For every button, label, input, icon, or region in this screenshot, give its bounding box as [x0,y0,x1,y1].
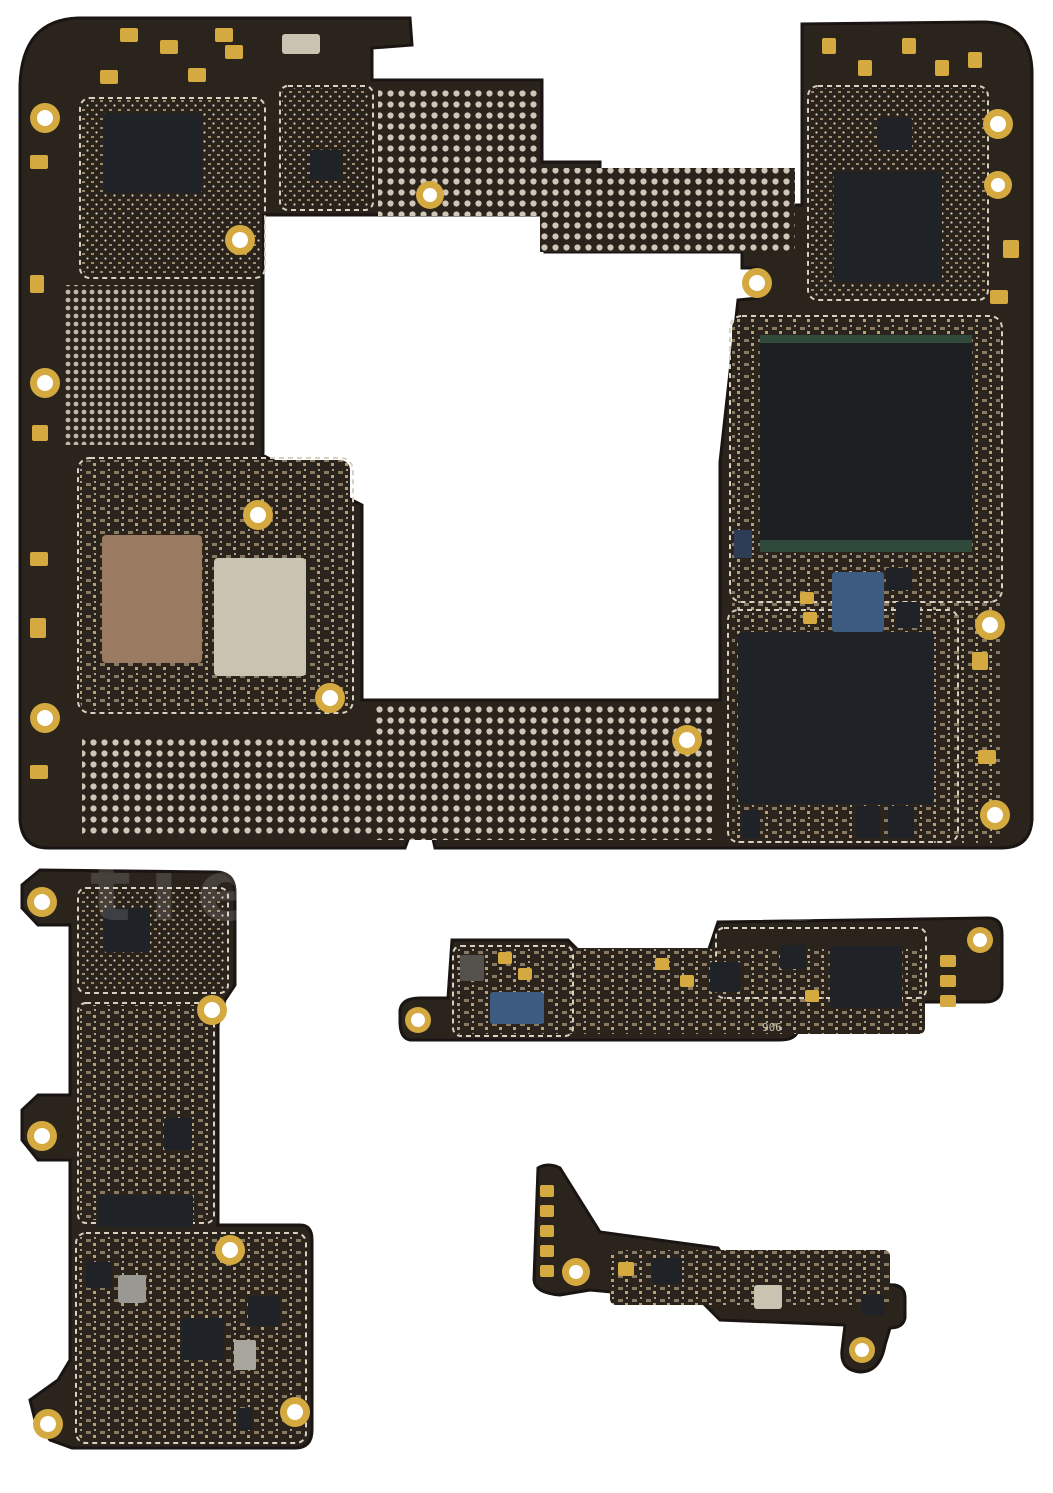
chip-top-right [834,172,942,282]
chip-small-right-c [734,530,752,558]
chip-top-left [104,113,202,193]
right-mid-chip-b [780,945,806,969]
chip-top-right-small [878,118,912,150]
left-sub-chip-f [248,1296,280,1326]
small-bottom-gold-part [618,1262,634,1276]
edge-capacitors-main [30,28,1019,779]
chip-bottom-row-a [742,810,760,838]
right-mid-chip-large [830,946,902,1008]
memory-chip [738,632,934,804]
silkscreen-code: 906 [762,1021,782,1034]
left-sub-chip-b [98,1195,193,1227]
soc-package-edge [760,540,972,552]
left-sub-board [20,868,314,1450]
right-mid-chip-a [710,962,740,992]
component-area-top-mid [282,88,370,208]
chip-bottom-row-b [856,806,880,838]
soc-package-top-edge [760,335,972,343]
small-bottom-sub-board [532,1163,907,1374]
blue-chip-main [832,572,884,632]
left-sub-components-mid [80,1005,210,1220]
mounting-holes-right-mid [405,927,993,1033]
shield-can-copper [102,535,202,663]
bga-strip-top [540,168,795,252]
left-sub-silver-part-c [238,1408,252,1430]
bga-field-left [64,285,254,445]
left-sub-chip-d [86,1262,112,1288]
bga-field-bottom-left [82,735,427,835]
soc-package [760,335,972,547]
bga-field-top-center [378,88,538,216]
chip-bottom-row-c [888,806,914,838]
right-mid-chip-blue [490,992,544,1024]
connector-bracket [282,34,320,54]
watermark-text: tietomobile [90,841,845,941]
chip-top-mid [310,150,342,180]
shield-can-silver [214,558,306,676]
chip-small-right-a [886,568,912,590]
mounting-holes-left-sub [27,887,310,1439]
right-mid-gold-parts [498,952,956,1007]
bga-field-bottom-center [372,705,712,840]
small-bottom-chip-b [862,1295,884,1315]
left-sub-chip-e [182,1318,224,1360]
mounting-holes-main [30,103,1013,830]
small-bottom-gold-pads [540,1185,554,1277]
left-sub-chip-c [164,1118,192,1150]
small-bottom-silver-part [754,1285,782,1309]
left-sub-silver-part-b [234,1340,256,1370]
left-sub-silver-part-a [118,1275,146,1303]
left-sub-chip-a [104,908,150,952]
chip-small-right-b [896,602,920,628]
small-bottom-chip-a [652,1258,682,1284]
right-mid-chip-grey [460,955,484,981]
right-mid-sub-board: 906 [398,916,1004,1042]
main-logic-board [18,16,1034,850]
mounting-holes-small-bottom [562,1258,875,1363]
